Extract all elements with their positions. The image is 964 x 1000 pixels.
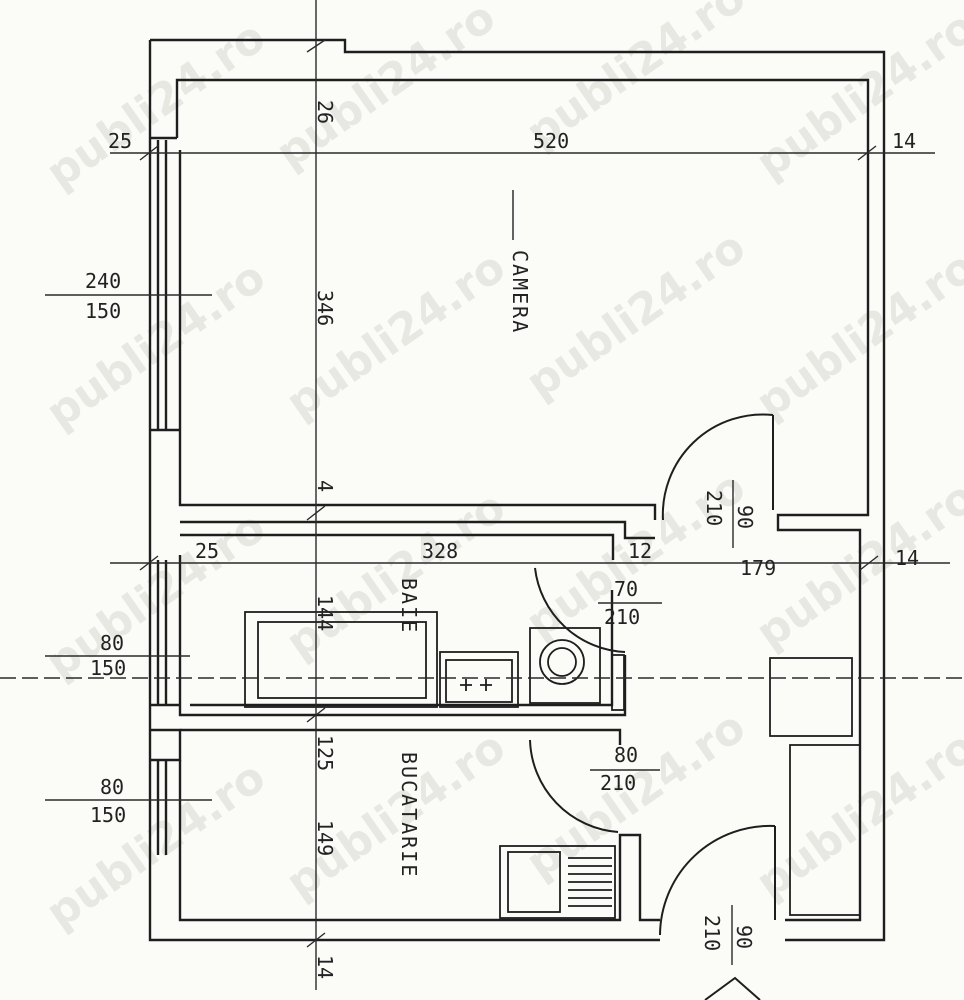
room-label-bucatarie: BUCATARIE bbox=[397, 752, 421, 878]
dim-door-bath-w: 70 bbox=[614, 577, 638, 601]
stove-icon bbox=[568, 857, 612, 907]
faucet-icon bbox=[460, 679, 492, 691]
kitchen-wall bbox=[178, 728, 660, 922]
doors bbox=[529, 413, 776, 936]
dim-door-camera-w: 90 bbox=[733, 505, 757, 529]
outer-wall bbox=[148, 38, 886, 942]
jamb-mid bbox=[150, 728, 182, 762]
window-3 bbox=[156, 760, 168, 855]
camera-inner-wall bbox=[178, 150, 657, 520]
fixtures bbox=[244, 611, 861, 919]
room-label-camera: CAMERA bbox=[508, 250, 532, 334]
dim-partition: 4 bbox=[313, 480, 337, 492]
dim-door-kitchen-w: 80 bbox=[614, 743, 638, 767]
watermark: publi24.ro bbox=[277, 721, 515, 909]
room-label-baie: BAIE bbox=[397, 578, 421, 634]
dim-window3-width: 80 bbox=[100, 775, 124, 799]
dim-left-wall-mid: 25 bbox=[195, 539, 219, 563]
toilet-seat bbox=[547, 647, 577, 677]
dim-bath-kitchen-wall: 125 bbox=[313, 735, 337, 771]
dim-bath-depth: 144 bbox=[313, 595, 337, 631]
watermark: publi24.ro bbox=[747, 471, 964, 659]
shelf-box bbox=[611, 654, 625, 711]
dim-door-kitchen-h: 210 bbox=[600, 771, 636, 795]
dim-bottom-wall: 14 bbox=[313, 955, 337, 979]
watermark: publi24.ro bbox=[747, 1, 964, 189]
dim-top-offset: 26 bbox=[313, 100, 337, 124]
watermark: publi24.ro bbox=[747, 721, 964, 909]
watermark: publi24.ro bbox=[277, 481, 515, 669]
tick bbox=[139, 555, 159, 571]
bathtub bbox=[244, 611, 438, 708]
tick bbox=[306, 39, 326, 53]
hall-wardrobe bbox=[789, 744, 861, 916]
door-entry bbox=[659, 824, 776, 936]
watermark: publi24.ro bbox=[267, 0, 505, 179]
dim-window2-width: 80 bbox=[100, 631, 124, 655]
watermark: publi24.ro bbox=[747, 241, 964, 429]
hall-cabinet bbox=[769, 657, 853, 737]
dim-right-wall-mid: 14 bbox=[895, 546, 919, 570]
dim-window1-height: 150 bbox=[85, 299, 121, 323]
bathtub-inner bbox=[257, 621, 427, 699]
door-bath bbox=[534, 567, 626, 653]
door-kitchen bbox=[529, 739, 619, 833]
dim-bath-width: 328 bbox=[422, 539, 458, 563]
dim-kitchen-depth: 149 bbox=[313, 820, 337, 856]
watermark-layer: publi24.ro publi24.ro publi24.ro publi24… bbox=[37, 0, 964, 939]
window-1 bbox=[150, 140, 180, 432]
tick bbox=[306, 707, 326, 723]
dimension-labels: 26 25 520 14 240 150 346 4 90 210 25 328… bbox=[85, 100, 919, 979]
dim-room-depth: 346 bbox=[313, 290, 337, 326]
dim-door-bath-h: 210 bbox=[604, 605, 640, 629]
tick bbox=[857, 145, 877, 161]
toilet-bowl bbox=[539, 639, 585, 685]
watermark: publi24.ro bbox=[37, 251, 275, 439]
dim-window3-height: 150 bbox=[90, 803, 126, 827]
dim-room-width: 520 bbox=[533, 129, 569, 153]
watermark: publi24.ro bbox=[517, 221, 755, 409]
watermark: publi24.ro bbox=[37, 751, 275, 939]
dim-entry-door-h: 210 bbox=[700, 915, 724, 951]
dim-hall-offset: 12 bbox=[628, 539, 652, 563]
dim-window1-width: 240 bbox=[85, 269, 121, 293]
corner-mark bbox=[704, 976, 761, 1000]
sink bbox=[439, 651, 519, 708]
kitchen-sink-basin bbox=[507, 851, 561, 913]
door-camera bbox=[661, 413, 774, 521]
dim-window2-height: 150 bbox=[90, 656, 126, 680]
dim-hall-width: 179 bbox=[740, 556, 776, 580]
tick bbox=[306, 505, 326, 521]
dim-door-camera-h: 210 bbox=[702, 490, 726, 526]
sink-inner bbox=[445, 659, 513, 703]
room-labels: CAMERA BAIE BUCATARIE bbox=[397, 190, 532, 878]
kitchen-sink bbox=[499, 845, 616, 919]
watermark: publi24.ro bbox=[277, 241, 515, 429]
tick bbox=[859, 555, 879, 571]
partition-camera-bath bbox=[180, 520, 655, 560]
dim-left-wall-top: 25 bbox=[108, 129, 132, 153]
inner-wall bbox=[175, 78, 870, 922]
watermark: publi24.ro bbox=[37, 501, 275, 689]
tick bbox=[306, 932, 326, 948]
window-2 bbox=[150, 560, 180, 707]
tick bbox=[139, 145, 159, 161]
toilet-tank bbox=[529, 627, 601, 704]
dim-entry-door-w: 90 bbox=[732, 925, 756, 949]
dim-right-wall: 14 bbox=[892, 129, 916, 153]
